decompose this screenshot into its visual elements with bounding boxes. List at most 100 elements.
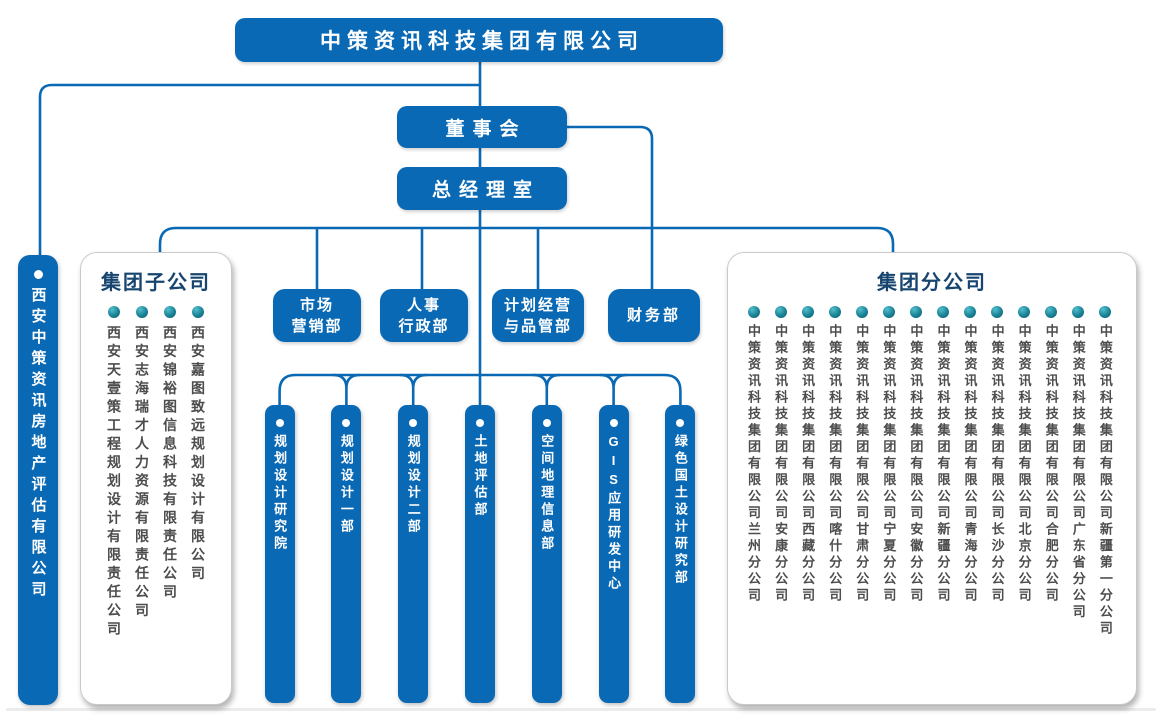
subsidiary-item: 西安嘉图致远规划设计有限公司: [189, 306, 207, 640]
bullet-dot-icon: [476, 419, 484, 427]
subsidiary-item: 西安锦裕图信息科技有限责任公司: [161, 306, 179, 640]
line-to-division-5: [532, 373, 561, 406]
division-label: GIS应用研发中心: [606, 434, 622, 593]
bullet-dot-icon: [676, 419, 685, 427]
bullet-dot-icon: [33, 270, 43, 279]
branches-card: 集团分公司 中策资讯科技集团有限公司兰州分公司 中策资讯科技集团有限公司安康分公…: [727, 252, 1137, 705]
bullet-dot-icon: [909, 306, 922, 318]
line-to-division-2: [332, 373, 361, 406]
bullet-dot-icon: [936, 306, 949, 318]
division-label: 绿色国土设计研究部: [672, 434, 688, 587]
subsidiary-name: 西安锦裕图信息科技有限责任公司: [162, 325, 178, 603]
org-node-root: 中策资讯科技集团有限公司: [235, 18, 723, 62]
branch-item: 中策资讯科技集团有限公司安康分公司: [773, 306, 788, 638]
bullet-dot-icon: [964, 306, 976, 318]
bullet-dot-icon: [609, 419, 618, 427]
line-to-division-3: [399, 373, 428, 406]
bullet-dot-icon: [542, 419, 551, 427]
branch-item: 中策资讯科技集团有限公司喀什分公司: [827, 306, 842, 638]
bullet-dot-icon: [991, 306, 1004, 318]
branch-name: 中策资讯科技集团有限公司北京分公司: [1016, 324, 1032, 605]
branch-name: 中策资讯科技集团有限公司安康分公司: [773, 324, 789, 605]
bullet-dot-icon: [774, 306, 787, 318]
division-label: 土地评估部: [472, 434, 488, 519]
bullet-dot-icon: [342, 419, 351, 427]
bullet-dot-icon: [108, 306, 120, 318]
branch-item: 中策资讯科技集团有限公司新疆第一分公司: [1098, 306, 1113, 638]
bullet-dot-icon: [1072, 306, 1085, 318]
line-root-to-standalone: [38, 83, 480, 256]
org-node-gm-office-label: 总经理室: [431, 180, 540, 201]
dept-finance-label: 财务部: [626, 307, 681, 324]
bullet-dot-icon: [1045, 306, 1058, 318]
branch-item: 中策资讯科技集团有限公司新疆分公司: [935, 306, 950, 638]
bullet-dot-icon: [828, 306, 841, 318]
branch-name: 中策资讯科技集团有限公司喀什分公司: [827, 324, 843, 605]
line-board-to-finance: [567, 125, 654, 290]
org-node-division-land-appraisal: 土地评估部: [465, 405, 495, 703]
bullet-dot-icon: [409, 419, 418, 427]
branch-name: 中策资讯科技集团有限公司青海分公司: [962, 324, 978, 605]
division-label: 规划设计一部: [338, 434, 354, 536]
org-node-standalone-company: 西安中策资讯房地产评估有限公司: [18, 255, 58, 705]
branch-name: 中策资讯科技集团有限公司兰州分公司: [746, 324, 761, 605]
branches-card-title: 集团分公司: [877, 272, 987, 294]
line-divisions-horizontal: [278, 373, 682, 406]
branch-name: 中策资讯科技集团有限公司宁夏分公司: [881, 324, 897, 605]
branch-item: 中策资讯科技集团有限公司宁夏分公司: [881, 306, 896, 638]
division-label: 规划设计研究院: [272, 434, 288, 553]
branch-name: 中策资讯科技集团有限公司甘肃分公司: [854, 324, 870, 605]
bullet-dot-icon: [1018, 306, 1031, 318]
line-level2-horizontal: [158, 226, 895, 253]
subsidiaries-columns: 西安天壹策工程规划设计有限责任公司 西安志海瑞才人力资源有限责任公司 西安锦裕图…: [81, 306, 231, 640]
branches-columns: 中策资讯科技集团有限公司兰州分公司 中策资讯科技集团有限公司安康分公司 中策资讯…: [728, 306, 1136, 638]
branch-item: 中策资讯科技集团有限公司合肥分公司: [1044, 306, 1059, 638]
branch-name: 中策资讯科技集团有限公司西藏分公司: [800, 324, 816, 605]
branch-name: 中策资讯科技集团有限公司合肥分公司: [1043, 324, 1059, 605]
branch-item: 中策资讯科技集团有限公司青海分公司: [963, 306, 978, 638]
subsidiary-item: 西安天壹策工程规划设计有限责任公司: [105, 306, 123, 640]
bullet-dot-icon: [192, 306, 204, 318]
subsidiary-name: 西安嘉图致远规划设计有限公司: [190, 325, 206, 584]
branch-item: 中策资讯科技集团有限公司安徽分公司: [908, 306, 923, 638]
dept-hr-admin-label: 人事 行政部: [398, 296, 450, 335]
org-node-division-planning-dept1: 规划设计一部: [331, 405, 362, 703]
standalone-company-label: 西安中策资讯房地产评估有限公司: [29, 287, 47, 602]
branch-name: 中策资讯科技集团有限公司长沙分公司: [989, 324, 1005, 605]
division-label: 规划设计二部: [405, 434, 421, 536]
dept-marketing-label: 市场 营销部: [291, 296, 343, 335]
org-node-division-planning-institute: 规划设计研究院: [264, 405, 295, 703]
dept-planning-quality-label: 计划经营 与品管部: [503, 296, 572, 335]
line-to-division-6: [599, 373, 628, 406]
branch-name: 中策资讯科技集团有限公司广东省分公司: [1070, 324, 1086, 621]
bullet-dot-icon: [275, 419, 284, 427]
bullet-dot-icon: [882, 306, 895, 318]
branch-item: 中策资讯科技集团有限公司长沙分公司: [990, 306, 1005, 638]
org-node-root-label: 中策资讯科技集团有限公司: [320, 30, 644, 53]
org-node-division-green-land: 绿色国土设计研究部: [665, 405, 696, 703]
subsidiary-name: 西安志海瑞才人力资源有限责任公司: [134, 325, 150, 621]
branch-item: 中策资讯科技集团有限公司广东省分公司: [1071, 306, 1086, 638]
org-node-division-gis-rd: GIS应用研发中心: [598, 405, 629, 703]
floor-shadow: [6, 708, 1156, 711]
bullet-dot-icon: [801, 306, 814, 318]
bullet-dot-icon: [855, 306, 868, 318]
org-node-division-planning-dept2: 规划设计二部: [398, 405, 429, 703]
bullet-dot-icon: [164, 306, 176, 318]
org-node-dept-hr-admin: 人事 行政部: [380, 289, 468, 342]
bullet-dot-icon: [1099, 306, 1112, 318]
branch-item: 中策资讯科技集团有限公司兰州分公司: [746, 306, 761, 638]
branch-item: 中策资讯科技集团有限公司北京分公司: [1017, 306, 1032, 638]
branch-name: 中策资讯科技集团有限公司安徽分公司: [908, 324, 924, 605]
bullet-dot-icon: [136, 306, 148, 318]
org-node-board: 董事会: [397, 106, 567, 148]
org-node-board-label: 董事会: [445, 118, 527, 140]
subsidiary-item: 西安志海瑞才人力资源有限责任公司: [133, 306, 151, 640]
bullet-dot-icon: [747, 306, 760, 318]
division-label: 空间地理信息部: [539, 434, 555, 553]
org-node-dept-planning-quality: 计划经营 与品管部: [492, 289, 584, 342]
branch-name: 中策资讯科技集团有限公司新疆分公司: [935, 324, 951, 605]
branch-item: 中策资讯科技集团有限公司西藏分公司: [800, 306, 815, 638]
org-node-dept-finance: 财务部: [608, 289, 700, 342]
